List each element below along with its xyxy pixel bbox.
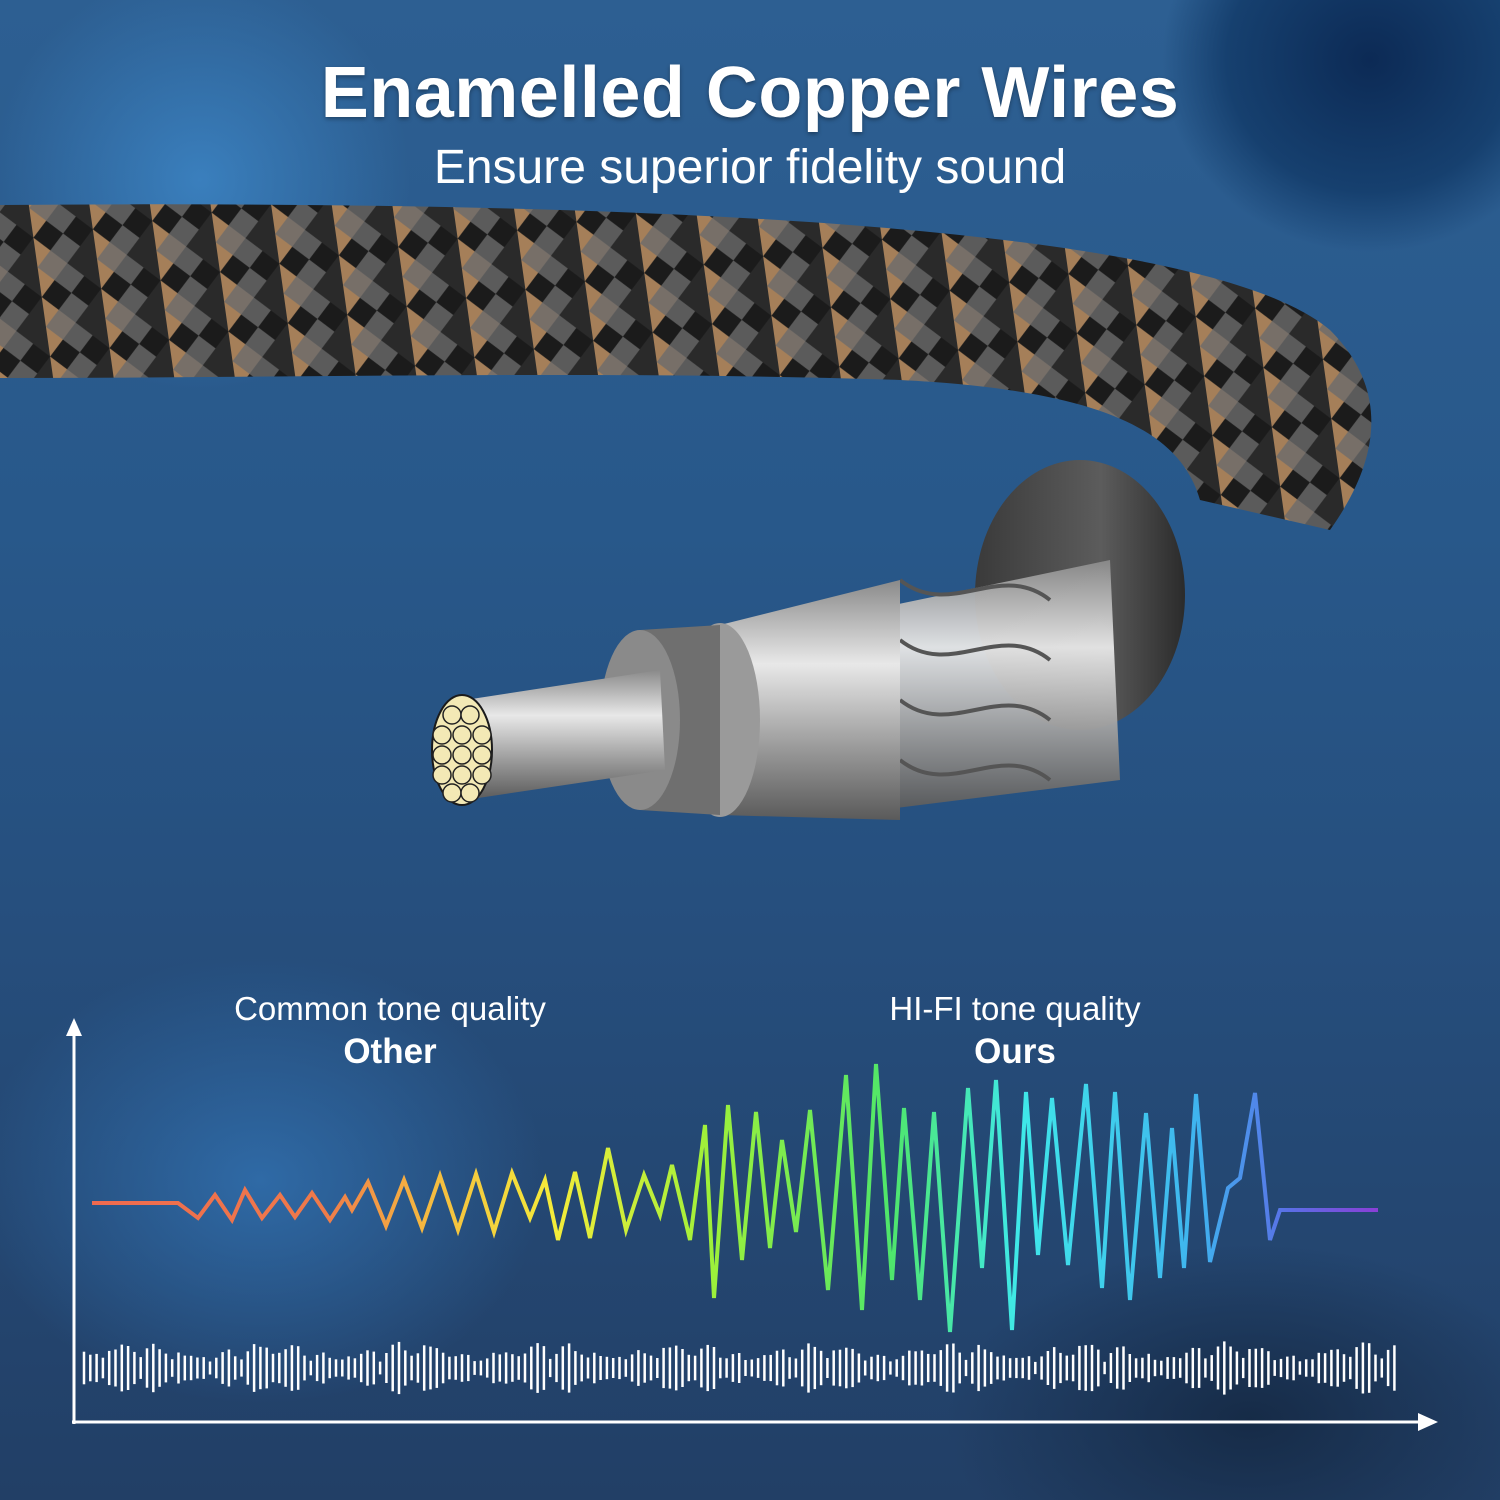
foil-shield bbox=[720, 580, 900, 820]
braided-shield bbox=[870, 560, 1120, 810]
ours-caption: HI-FI tone quality bbox=[889, 990, 1141, 1027]
baseline-bar-waveform bbox=[82, 1341, 1396, 1395]
x-axis-arrow-icon bbox=[1418, 1413, 1438, 1431]
other-label: Other bbox=[343, 1032, 437, 1071]
other-label-block: Common tone quality Other bbox=[190, 990, 590, 1072]
chart-axes bbox=[66, 1018, 1438, 1431]
y-axis-arrow-icon bbox=[66, 1018, 82, 1036]
page-subtitle: Ensure superior fidelity sound bbox=[433, 141, 1067, 194]
ours-label-block: HI-FI tone quality Ours bbox=[815, 990, 1215, 1072]
page-title: Enamelled Copper Wires bbox=[320, 53, 1180, 133]
tone-waveform bbox=[92, 1063, 1378, 1333]
copper-core bbox=[465, 670, 665, 800]
other-caption: Common tone quality bbox=[234, 990, 546, 1027]
ours-label: Ours bbox=[974, 1032, 1056, 1071]
braided-sleeve bbox=[0, 204, 1372, 530]
